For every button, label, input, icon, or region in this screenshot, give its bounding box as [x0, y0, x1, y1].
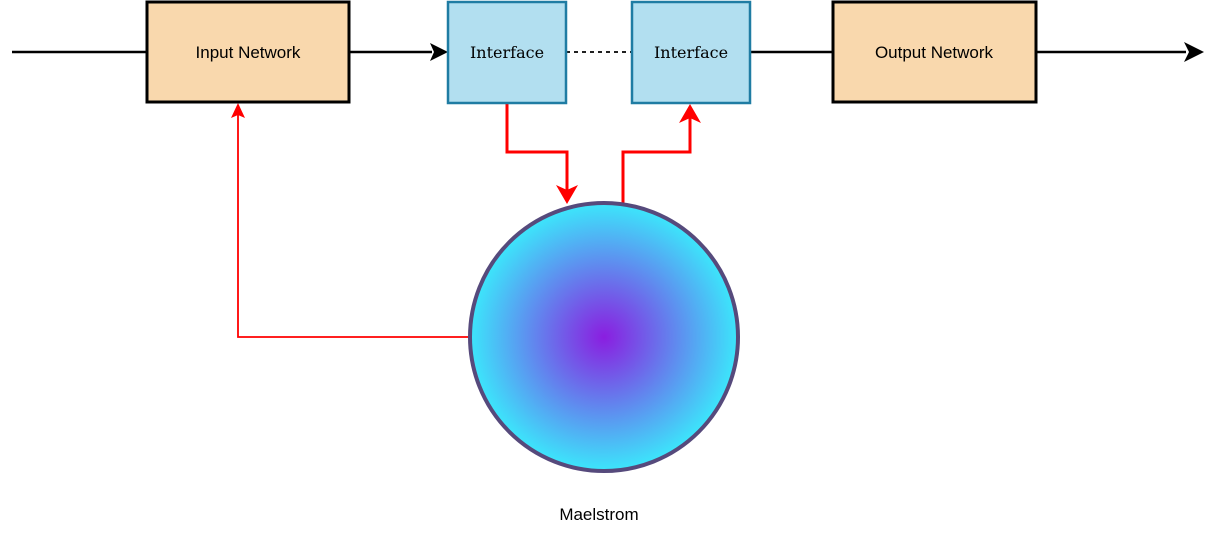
input-network-label: Input Network — [196, 43, 301, 62]
interface-to-maelstrom-line — [505, 104, 569, 192]
feedback-connectors — [231, 103, 701, 338]
interface-left-node: Interface — [446, 0, 568, 105]
maelstrom-circle — [468, 201, 740, 473]
interface-right-label: Interface — [654, 43, 728, 62]
interface-left-label: Interface — [470, 43, 544, 62]
input-network-box — [145, 0, 351, 104]
interface-right-box — [630, 0, 752, 105]
output-network-node: Output Network — [831, 0, 1038, 104]
interface-to-maelstrom-arrowhead — [556, 185, 578, 204]
maelstrom-to-input-line — [237, 114, 470, 338]
maelstrom-node: Maelstrom — [468, 201, 740, 524]
maelstrom-to-interface-line — [621, 116, 692, 203]
maelstrom-label: Maelstrom — [559, 505, 638, 524]
input-network-node: Input Network — [145, 0, 351, 104]
input-to-interface-arrowhead — [430, 43, 448, 61]
output-network-label: Output Network — [875, 43, 994, 62]
main-flow-connectors — [12, 42, 1204, 62]
maelstrom-to-interface-arrowhead — [679, 104, 701, 123]
interface-right-node: Interface — [630, 0, 752, 105]
output-network-box — [831, 0, 1038, 104]
interface-left-box — [446, 0, 568, 105]
exit-arrowhead — [1184, 42, 1204, 62]
maelstrom-to-input-arrowhead — [231, 103, 245, 118]
